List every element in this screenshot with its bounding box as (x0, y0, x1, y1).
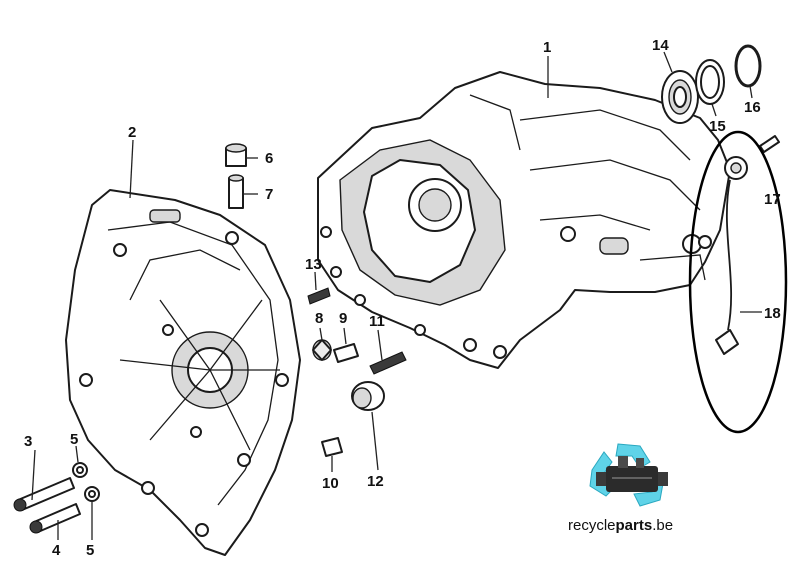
part-13-stud (307, 287, 331, 305)
callout-12: 12 (367, 473, 384, 490)
part-11-stud (369, 351, 407, 375)
part-17-sensor (724, 135, 780, 180)
part-14-bearing (661, 70, 699, 124)
callout-11: 11 (369, 313, 385, 330)
callout-3: 3 (24, 433, 32, 450)
part-5-washer-lower (84, 486, 100, 502)
gearbox-housing (317, 71, 731, 369)
part-5-washer-upper (72, 462, 88, 478)
callout-1: 1 (543, 39, 551, 56)
part-10-sleeve (321, 437, 343, 457)
highlight-ellipse (688, 130, 788, 434)
brand-text: recycleparts.be (568, 517, 673, 534)
recycleparts-logo (589, 443, 668, 507)
leader-lines (31, 51, 762, 540)
part-16-circlip (734, 44, 762, 88)
callout-8: 8 (315, 310, 323, 327)
callout-9: 9 (339, 310, 347, 327)
callout-10: 10 (322, 475, 339, 492)
callout-7: 7 (265, 186, 273, 203)
part-12-bushing (351, 381, 385, 411)
brand-text-plain: recycle (568, 517, 616, 534)
part-4-bolt (29, 503, 81, 534)
brand-text-bold: parts (616, 517, 653, 534)
callout-17: 17 (764, 191, 781, 208)
callout-6: 6 (265, 150, 273, 167)
part-6-sleeve (225, 143, 247, 167)
callout-16: 16 (744, 99, 761, 116)
callout-5-lower: 5 (86, 542, 94, 559)
callout-2: 2 (128, 124, 136, 141)
callout-14: 14 (652, 37, 669, 54)
part-7-dowel-pin (228, 174, 244, 209)
part-9-sleeve (333, 343, 359, 363)
cover-plate (65, 189, 301, 556)
callout-18: 18 (764, 305, 781, 322)
engine-silhouette-icon (596, 456, 668, 492)
part-18-cable (715, 179, 739, 355)
brand-text-suffix: .be (652, 517, 673, 534)
part-3-bolt (13, 477, 75, 512)
callout-13: 13 (305, 256, 322, 273)
callout-4: 4 (52, 542, 61, 559)
callout-5-upper: 5 (70, 431, 78, 448)
callout-15: 15 (709, 118, 726, 135)
part-8-bushing (312, 339, 332, 361)
part-15-ring (695, 59, 725, 105)
